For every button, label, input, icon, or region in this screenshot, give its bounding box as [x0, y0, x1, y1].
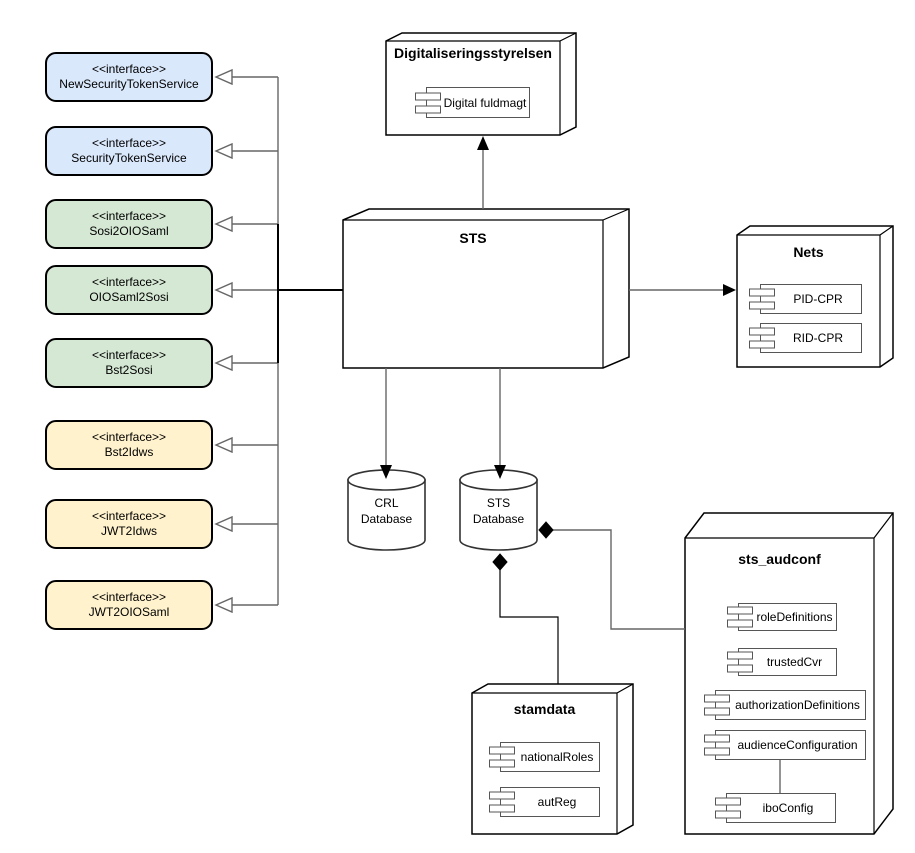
interface-name: Bst2Sosi [105, 363, 153, 377]
interface-name: JWT2Idws [100, 524, 157, 538]
component-label: iboConfig [762, 801, 814, 815]
component-icon [489, 791, 515, 813]
db-label-line: Database [360, 512, 413, 526]
component-trustedcvr[interactable]: trustedCvr [727, 648, 837, 676]
db-label-line: Database [472, 512, 525, 526]
interface-box-jwt2oiosaml[interactable]: <<interface>> JWT2OIOSaml [45, 580, 213, 630]
interface-name: SecurityTokenService [71, 151, 187, 165]
db-label-line: STS [486, 496, 511, 510]
crl-database-label: CRL Database [348, 495, 425, 527]
component-roledefinitions[interactable]: roleDefinitions [727, 603, 837, 631]
component-label: RID-CPR [793, 331, 843, 345]
component-label: roleDefinitions [756, 610, 833, 624]
interface-box-bst2idws[interactable]: <<interface>> Bst2Idws [45, 420, 213, 470]
interface-name: NewSecurityTokenService [59, 77, 199, 91]
interface-name: Sosi2OIOSaml [89, 224, 169, 238]
component-rid-cpr[interactable]: RID-CPR [749, 323, 862, 353]
interface-box-oiosaml2sosi[interactable]: <<interface>> OIOSaml2Sosi [45, 265, 213, 315]
interface-name: OIOSaml2Sosi [89, 290, 169, 304]
component-nationalroles[interactable]: nationalRoles [489, 742, 600, 772]
interface-box-sosi2oiosaml[interactable]: <<interface>> Sosi2OIOSaml [45, 199, 213, 249]
component-pid-cpr[interactable]: PID-CPR [749, 284, 862, 314]
component-icon [704, 694, 730, 716]
interface-name: Bst2Idws [104, 445, 154, 459]
component-icon [727, 606, 753, 628]
stereotype-label: <<interface>> [91, 62, 167, 76]
interface-box-newsecuritytokenservice[interactable]: <<interface>> NewSecurityTokenService [45, 52, 213, 102]
nets-title: Nets [793, 244, 824, 260]
component-icon [704, 734, 730, 756]
component-digital-fuldmagt[interactable]: Digital fuldmagt [415, 87, 530, 118]
component-audienceconfiguration[interactable]: audienceConfiguration [704, 730, 866, 760]
component-label: autReg [537, 795, 577, 809]
component-label: authorizationDefinitions [735, 698, 860, 712]
db-label-line: CRL [374, 496, 399, 510]
stereotype-label: <<interface>> [91, 430, 167, 444]
stereotype-label: <<interface>> [91, 509, 167, 523]
stereotype-label: <<interface>> [91, 590, 167, 604]
sts-title: STS [459, 230, 487, 246]
stereotype-label: <<interface>> [91, 275, 167, 289]
component-authorizationdefinitions[interactable]: authorizationDefinitions [704, 690, 866, 720]
component-label: audienceConfiguration [737, 738, 858, 752]
component-label: Digital fuldmagt [443, 95, 527, 110]
interface-name: JWT2OIOSaml [88, 605, 170, 619]
stamdata-title: stamdata [513, 701, 576, 717]
interface-box-securitytokenservice[interactable]: <<interface>> SecurityTokenService [45, 126, 213, 176]
component-autreg[interactable]: autReg [489, 787, 600, 817]
component-icon [415, 92, 441, 113]
component-icon [715, 797, 741, 819]
sts-audconf-title: sts_audconf [738, 551, 821, 567]
component-icon [727, 651, 753, 673]
digitaliseringsstyrelsen-title: Digitaliseringsstyrelsen [394, 45, 552, 61]
component-icon [749, 288, 775, 310]
stereotype-label: <<interface>> [91, 348, 167, 362]
interface-box-bst2sosi[interactable]: <<interface>> Bst2Sosi [45, 338, 213, 388]
interface-box-jwt2idws[interactable]: <<interface>> JWT2Idws [45, 499, 213, 549]
component-icon [749, 327, 775, 349]
stereotype-label: <<interface>> [91, 136, 167, 150]
component-iboconfig[interactable]: iboConfig [715, 793, 836, 823]
component-label: PID-CPR [793, 292, 843, 306]
sts-database-label: STS Database [460, 495, 537, 527]
component-label: nationalRoles [520, 750, 594, 764]
component-label: trustedCvr [766, 655, 823, 669]
stereotype-label: <<interface>> [91, 209, 167, 223]
component-icon [489, 746, 515, 768]
